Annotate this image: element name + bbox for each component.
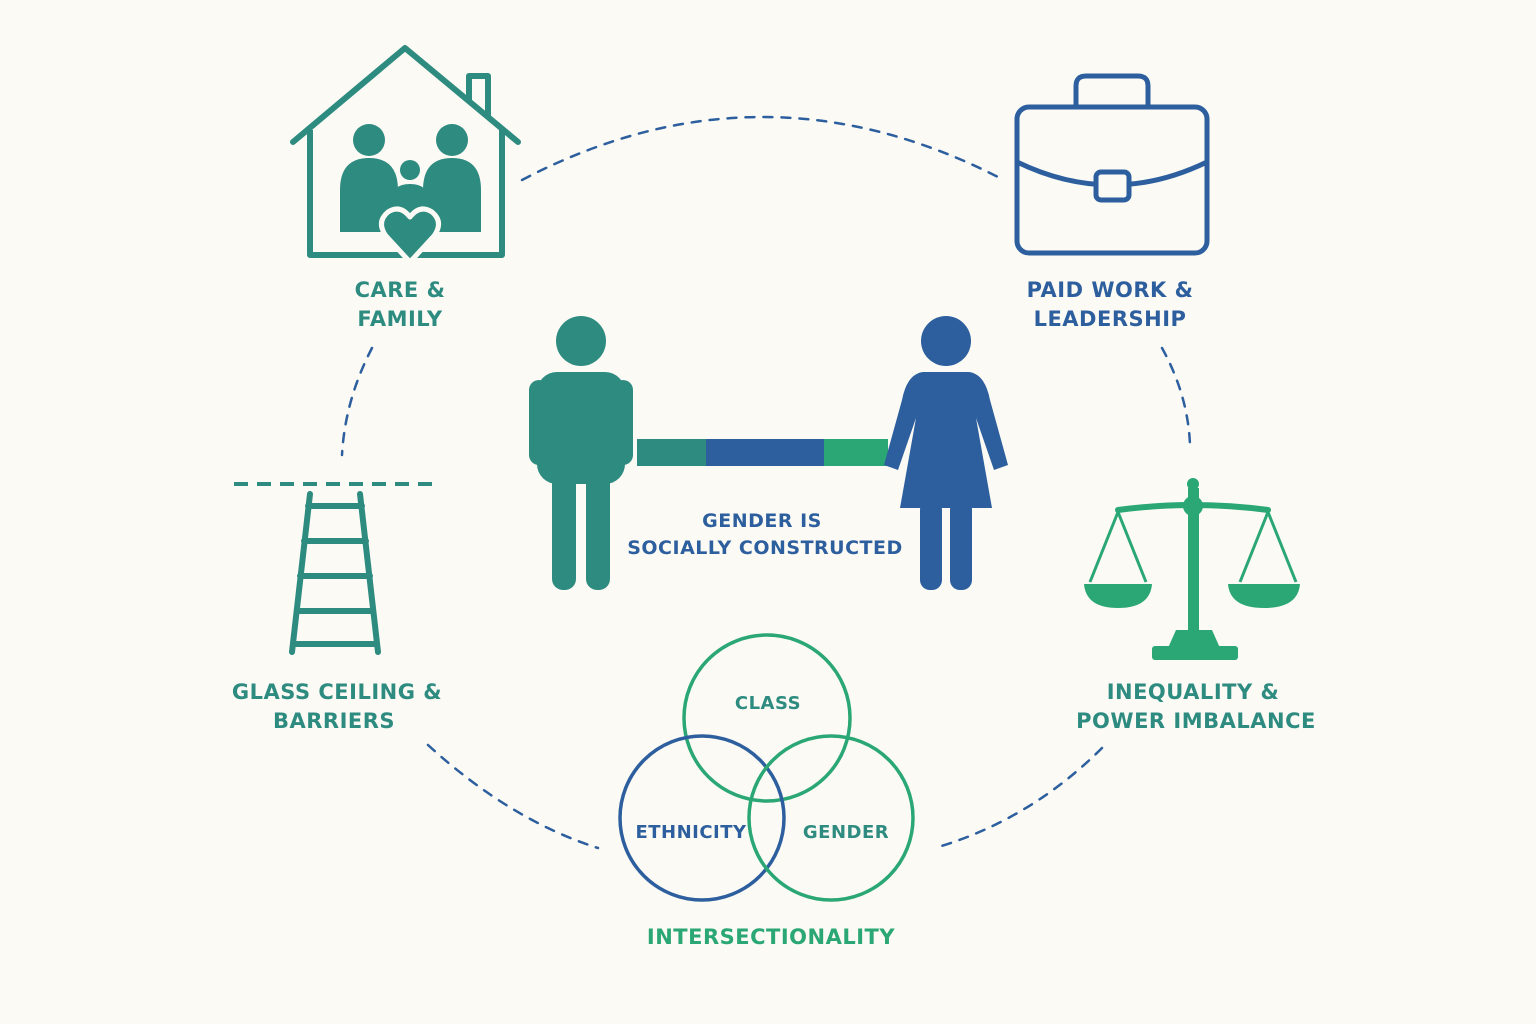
care-label-line1: CARE & (355, 278, 446, 302)
heart-icon (379, 206, 441, 265)
woman-figure-icon (884, 316, 1008, 590)
intersectionality-title: INTERSECTIONALITY (647, 925, 895, 949)
inequality-label-line1: INEQUALITY & (1107, 680, 1280, 704)
venn-circle-ethnicity (618, 734, 786, 902)
arc-glass-to-venn (426, 743, 600, 850)
glass-label-line2: BARRIERS (273, 709, 395, 733)
care-label-line2: FAMILY (357, 307, 443, 331)
center-caption-line1: GENDER IS (702, 510, 822, 532)
venn-circle-gender (747, 734, 915, 902)
arc-care-to-work (520, 115, 1002, 182)
inequality-label-line2: POWER IMBALANCE (1076, 709, 1316, 733)
house-family-icon (290, 45, 521, 265)
venn-label-ethnicity: ETHNICITY (635, 822, 747, 843)
work-label-line2: LEADERSHIP (1034, 307, 1187, 331)
scales-icon (1084, 478, 1300, 660)
intersectionality-venn (618, 633, 915, 902)
arc-care-to-glass (340, 346, 374, 457)
connector-arcs (340, 115, 1192, 850)
glass-label-line1: GLASS CEILING & (232, 680, 442, 704)
venn-circle-class (682, 633, 852, 803)
ladder-ceiling-icon (234, 482, 438, 655)
man-figure-icon (529, 316, 633, 590)
venn-label-class: CLASS (735, 693, 801, 714)
venn-label-gender: GENDER (803, 822, 889, 843)
arc-work-to-inequality (1160, 346, 1192, 447)
work-label-line1: PAID WORK & (1027, 278, 1194, 302)
briefcase-icon (1014, 73, 1210, 256)
center-caption-line2: SOCIALLY CONSTRUCTED (627, 537, 903, 559)
arc-inequality-to-venn (933, 746, 1104, 850)
spectrum-bar (637, 439, 888, 466)
